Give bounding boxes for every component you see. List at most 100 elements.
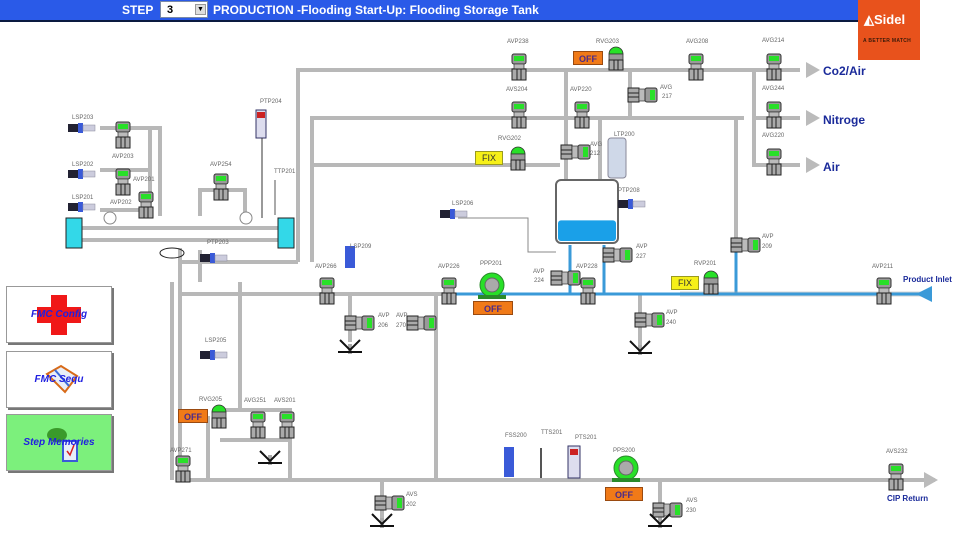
- valve-avp226[interactable]: [441, 277, 457, 305]
- fmc-config-label: FMC Config: [30, 309, 88, 320]
- rotation-icon: [159, 247, 185, 259]
- tag-ttp201: TTP201: [274, 169, 296, 175]
- pump-ppp201[interactable]: [477, 272, 507, 300]
- pump-pps200[interactable]: [611, 455, 641, 483]
- tag-ptp203: PTP203: [207, 240, 229, 246]
- valve-rvg202[interactable]: [510, 146, 526, 171]
- cip-return-label: CIP Return: [887, 494, 929, 503]
- step-memories-label: Step Memories: [23, 437, 95, 448]
- tag-avg220: AVG220: [762, 133, 785, 139]
- tag-avp224-a: AVP: [533, 269, 545, 275]
- storage-tank: [555, 179, 619, 244]
- valve-avp206[interactable]: [344, 315, 375, 331]
- valve-avp240[interactable]: [634, 312, 665, 328]
- valve-avp238[interactable]: [511, 53, 527, 81]
- nitrogen-label: Nitroge: [823, 113, 865, 127]
- tag-avp240-b: 240: [666, 320, 677, 326]
- tag-avg244: AVG244: [762, 86, 785, 92]
- drain-icon: [336, 338, 364, 356]
- valve-avp220[interactable]: [574, 101, 590, 129]
- tag-avp206-b: 206: [378, 323, 389, 329]
- tag-avs204: AVS204: [506, 87, 528, 93]
- pps200-off-button[interactable]: OFF: [605, 487, 643, 501]
- logo-tagline: A BETTER MATCH: [863, 38, 912, 44]
- tag-avp270-b: 270: [396, 323, 407, 329]
- valve-avp271[interactable]: [175, 455, 191, 483]
- co2-air-arrow-icon: [806, 62, 820, 78]
- valve-avp211[interactable]: [876, 277, 892, 305]
- level-sensor-icon: [67, 201, 96, 213]
- valve-avp224[interactable]: [550, 270, 581, 286]
- tag-avs230-a: AVS: [686, 498, 698, 504]
- tag-avp240-a: AVP: [666, 310, 678, 316]
- rvg202-fix-button[interactable]: FIX: [475, 151, 503, 165]
- valve-avs232[interactable]: [888, 463, 904, 491]
- valve-avs201[interactable]: [279, 411, 295, 439]
- product-inlet-label: Product Inlet: [903, 275, 952, 284]
- header-bar: STEP 3 ▼ PRODUCTION -Flooding Start-Up: …: [0, 0, 858, 22]
- valve-avp266[interactable]: [319, 277, 335, 305]
- tag-rvp201: RVP201: [694, 261, 717, 267]
- tag-lsp201: LSP201: [72, 195, 94, 201]
- nitrogen-arrow-icon: [806, 110, 820, 126]
- valve-avp228[interactable]: [580, 277, 596, 305]
- valve-avp201[interactable]: [138, 191, 154, 219]
- tag-avg214: AVG214: [762, 38, 785, 44]
- step-title: PRODUCTION -Flooding Start-Up: Flooding …: [213, 3, 539, 17]
- valve-avg212[interactable]: [560, 144, 591, 160]
- tag-lsp206: LSP206: [452, 201, 474, 207]
- valve-avg251[interactable]: [250, 411, 266, 439]
- step-select[interactable]: 3 ▼: [160, 1, 208, 18]
- tag-avg212-b: 212: [590, 151, 601, 157]
- manifold-left: [65, 217, 83, 249]
- valve-avg220[interactable]: [766, 148, 782, 176]
- pressure-transmitter-icon: [255, 109, 267, 139]
- valve-avp270[interactable]: [406, 315, 437, 331]
- valve-avp209[interactable]: [730, 237, 761, 253]
- ppp201-off-button[interactable]: OFF: [473, 301, 513, 315]
- valve-rvg205[interactable]: [211, 404, 227, 429]
- book-icon: [45, 364, 79, 394]
- level-sensor-icon: [67, 168, 96, 180]
- tag-avp220: AVP220: [570, 87, 592, 93]
- tag-ltp200: LTP200: [614, 132, 635, 138]
- air-label: Air: [823, 160, 840, 174]
- sidel-logo: ◭Sidel A BETTER MATCH: [858, 0, 920, 60]
- rvg205-off-button[interactable]: OFF: [178, 409, 208, 423]
- valve-rvp201[interactable]: [703, 270, 719, 295]
- valve-avg208[interactable]: [688, 53, 704, 81]
- valve-avg214[interactable]: [766, 53, 782, 81]
- tag-avg208: AVG208: [686, 39, 709, 45]
- tag-avp271: AVP271: [170, 448, 192, 454]
- tag-avp238: AVP238: [507, 39, 529, 45]
- cip-return-arrow-icon: [924, 472, 938, 488]
- valve-avg244[interactable]: [766, 101, 782, 129]
- level-sensor-icon: [199, 349, 228, 361]
- rvp201-fix-button[interactable]: FIX: [671, 276, 699, 290]
- rvg203-off-button[interactable]: OFF: [573, 51, 603, 65]
- chevron-down-icon[interactable]: ▼: [195, 4, 206, 15]
- tag-avp254: AVP254: [210, 162, 232, 168]
- valve-avp227[interactable]: [602, 247, 633, 263]
- tag-avg251: AVG251: [244, 398, 267, 404]
- tag-rvg205: RVG205: [199, 397, 222, 403]
- valve-rvg203[interactable]: [608, 46, 624, 71]
- valve-avs202[interactable]: [374, 495, 405, 511]
- step-memories-button[interactable]: Step Memories: [6, 414, 112, 471]
- fmc-config-button[interactable]: FMC Config: [6, 286, 112, 343]
- valve-avp203[interactable]: [115, 121, 131, 149]
- tag-lsp202: LSP202: [72, 162, 94, 168]
- valve-avp202[interactable]: [115, 168, 131, 196]
- valve-avs204[interactable]: [511, 101, 527, 129]
- tag-ppp201: PPP201: [480, 261, 503, 267]
- tag-avg217-a: AVG: [660, 85, 673, 91]
- tag-rvg202: RVG202: [498, 136, 521, 142]
- tag-avp226: AVP226: [438, 264, 460, 270]
- valve-avg217[interactable]: [627, 87, 658, 103]
- valve-avs230[interactable]: [652, 502, 683, 518]
- fmc-sequ-button[interactable]: FMC Sequ: [6, 351, 112, 408]
- tag-avg212-a: AVG: [590, 142, 603, 148]
- fmc-sequ-label: FMC Sequ: [34, 374, 84, 385]
- valve-avp254[interactable]: [213, 173, 229, 201]
